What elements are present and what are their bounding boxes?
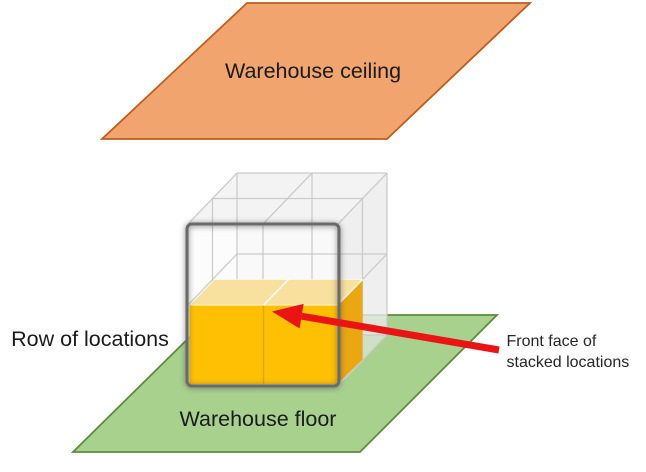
location-box-side-face [337, 279, 363, 384]
location-box-left-front-face [189, 305, 264, 384]
annotation-line-1: Front face of [507, 333, 597, 350]
callout-arrow-head [272, 303, 304, 329]
stacked-location-boxes [188, 278, 364, 384]
warehouse-ceiling-label: Warehouse ceiling [225, 59, 401, 83]
row-of-locations-label: Row of locations [11, 327, 169, 351]
annotation-line-2: stacked locations [507, 354, 630, 371]
front-face-annotation: Front face of stacked locations [507, 333, 630, 371]
glass-edge-over-box-right [336, 278, 364, 306]
glass-edge-over-box-mid [262, 278, 290, 306]
warehouse-ceiling-plane [99, 2, 533, 140]
callout-arrow [272, 303, 500, 354]
callout-arrow-shaft [301, 312, 500, 354]
warehouse-floor-label: Warehouse floor [180, 407, 337, 431]
front-face-highlight-frame [185, 222, 341, 388]
